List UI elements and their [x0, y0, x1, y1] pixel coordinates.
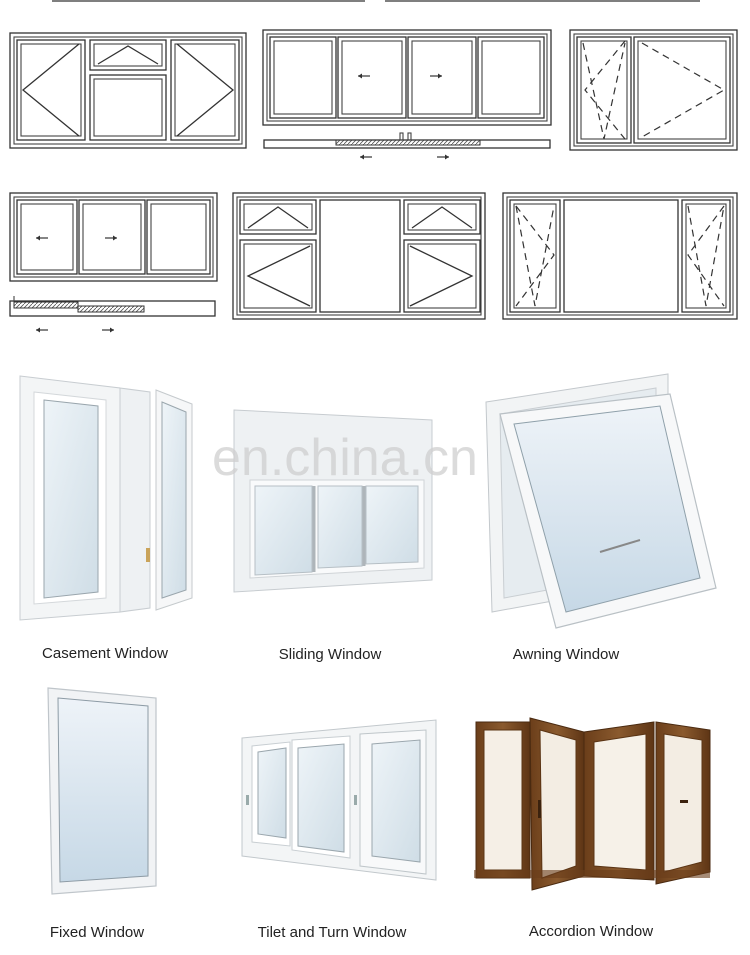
- diagram-tilt-turn-sides: [502, 192, 738, 320]
- accordion-window-image: [474, 717, 711, 891]
- watermark-text: en.china.cn: [212, 429, 478, 487]
- tilt-turn-window-image: [241, 719, 437, 881]
- caption-fixed-window: Fixed Window: [49, 924, 145, 941]
- caption-awning-window: Awning Window: [512, 646, 620, 663]
- caption-accordion-window: Accordion Window: [528, 923, 654, 940]
- sliding-window-image: [233, 409, 433, 593]
- caption-sliding-window: Sliding Window: [278, 646, 382, 663]
- caption-tilt-turn-window: Tilet and Turn Window: [257, 924, 407, 941]
- diagram-tilt-turn-casement: [569, 29, 738, 151]
- casement-window-image: [19, 375, 193, 621]
- diagram-sliding-three: [9, 192, 218, 334]
- awning-window-image: [485, 373, 717, 629]
- fixed-window-image: [47, 687, 157, 895]
- diagram-casement-awning: [9, 32, 247, 149]
- diagram-sliding-four: [262, 29, 552, 161]
- diagram-fixed-center-awnings: [232, 192, 486, 320]
- caption-casement-window: Casement Window: [42, 645, 168, 662]
